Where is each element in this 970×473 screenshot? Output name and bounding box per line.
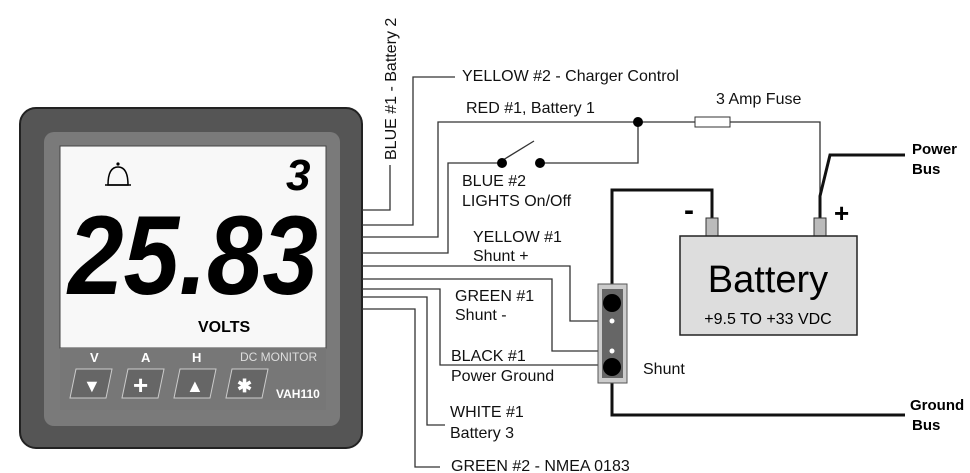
label-green2: GREEN #2 - NMEA 0183 xyxy=(451,458,630,473)
fuse xyxy=(694,116,731,128)
bell-icon xyxy=(105,162,131,186)
power-bus-label: Power xyxy=(912,141,957,158)
label-yellow1-sub: Shunt + xyxy=(473,248,529,265)
wire-red1 xyxy=(362,121,695,238)
battery-range: +9.5 TO +33 VDC xyxy=(704,311,831,328)
negative-terminal-label: - xyxy=(684,194,694,227)
asterisk-icon: ✱ xyxy=(237,376,252,396)
wire-blue1 xyxy=(362,165,391,211)
switch-contact xyxy=(497,158,507,168)
power-bus-label: Bus xyxy=(912,161,940,178)
label-yellow1: YELLOW #1 xyxy=(473,229,562,246)
positive-terminal-label: + xyxy=(834,198,849,228)
shunt xyxy=(597,283,628,384)
switch-lever xyxy=(502,140,535,161)
wire-yellow1 xyxy=(362,265,612,322)
label-blue2-sub: LIGHTS On/Off xyxy=(462,193,572,210)
down-arrow-icon: ▼ xyxy=(83,376,101,396)
wire-red1-cont xyxy=(730,121,821,215)
down-button[interactable]: ▼ xyxy=(69,368,113,399)
wire-blue2 xyxy=(362,162,502,254)
label-yellow2: YELLOW #2 - Charger Control xyxy=(462,68,679,85)
label-blue1: BLUE #1 - Battery 2 xyxy=(383,18,400,160)
wire-black1 xyxy=(362,288,600,366)
star-button[interactable]: ✱ xyxy=(225,368,269,399)
junction-dot xyxy=(633,117,643,127)
fuse-label: 3 Amp Fuse xyxy=(716,91,801,108)
up-arrow-icon: ▲ xyxy=(186,376,204,396)
battery-title: Battery xyxy=(708,259,828,301)
brand-label: DC MONITOR xyxy=(240,350,317,364)
button-label-h: H xyxy=(192,350,201,365)
model-label: VAH110 xyxy=(276,387,320,401)
label-blue2: BLUE #2 xyxy=(462,173,526,190)
plus-icon: + xyxy=(133,370,148,400)
ground-bus-label: Ground xyxy=(910,397,964,414)
label-white1-sub: Battery 3 xyxy=(450,425,514,442)
wire-green1 xyxy=(362,278,612,352)
wire-switch-return xyxy=(540,122,639,164)
label-black1: BLACK #1 xyxy=(451,348,526,365)
up-button[interactable]: ▲ xyxy=(173,368,217,399)
button-label-a: A xyxy=(141,350,151,365)
lcd-channel: 3 xyxy=(286,151,310,200)
lcd-unit: VOLTS xyxy=(198,319,250,336)
plus-button[interactable]: + xyxy=(121,368,165,400)
dc-monitor-device: 3 25.83 VOLTS V A H DC MONITOR VAH110 ▼ … xyxy=(19,107,363,449)
wire-yellow2 xyxy=(362,76,455,226)
shunt-label: Shunt xyxy=(643,361,685,378)
button-label-v: V xyxy=(90,350,99,365)
label-green1-sub: Shunt - xyxy=(455,307,507,324)
battery: Battery +9.5 TO +33 VDC xyxy=(679,217,858,336)
cable-shunt-to-battery-negative xyxy=(610,188,714,303)
ground-bus-label: Bus xyxy=(912,417,940,434)
wire-green2 xyxy=(362,308,440,468)
wire-white1 xyxy=(362,296,445,426)
switch-contact xyxy=(535,158,545,168)
label-white1: WHITE #1 xyxy=(450,404,524,421)
label-red1: RED #1, Battery 1 xyxy=(466,100,595,117)
wires xyxy=(362,76,905,468)
label-green1: GREEN #1 xyxy=(455,288,534,305)
lcd-reading: 25.83 xyxy=(66,193,318,318)
label-black1-sub: Power Ground xyxy=(451,368,554,385)
cable-power-bus xyxy=(818,153,905,218)
